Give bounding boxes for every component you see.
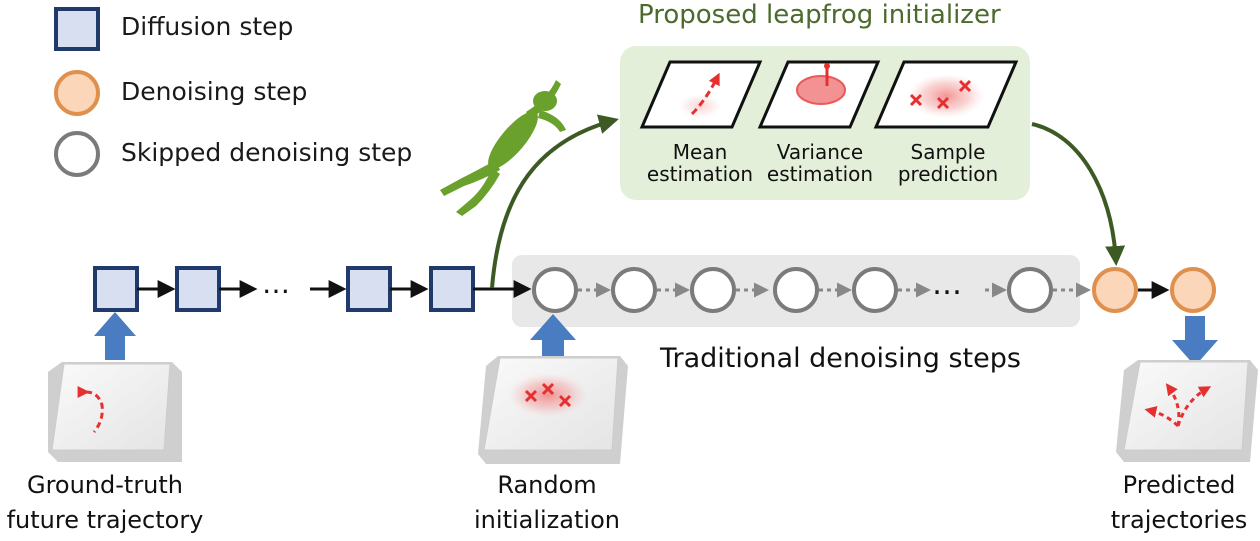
mean-estimation-line1: Mean <box>672 140 728 164</box>
random-init-line1: Random <box>497 471 597 499</box>
sample-prediction-line1: Sample <box>910 140 986 164</box>
ground-truth-tile <box>48 362 182 462</box>
mean-estimation-panel <box>639 60 763 129</box>
variance-estimation-line2: estimation <box>766 162 874 186</box>
leap-arrow-up <box>490 114 619 289</box>
diffusion-step <box>93 266 139 312</box>
variance-estimation-panel <box>757 60 881 129</box>
frog-icon <box>440 80 566 216</box>
down-arrow-predicted <box>1172 316 1218 366</box>
mean-estimation-line2: estimation <box>646 162 754 186</box>
legend-skipped-label: Skipped denoising step <box>121 138 413 167</box>
predicted-line1: Predicted <box>1122 471 1236 499</box>
random-init-tile <box>478 356 628 464</box>
mean-estimation-label: Mean estimation <box>640 141 760 185</box>
skipped-step <box>611 267 657 313</box>
skipped-step <box>852 267 898 313</box>
variance-estimation-line1: Variance <box>776 140 864 164</box>
sample-prediction-line2: prediction <box>897 162 999 186</box>
up-arrow-random <box>530 314 576 366</box>
skipped-step <box>690 267 736 313</box>
variance-estimation-label: Variance estimation <box>760 141 880 185</box>
ground-truth-line2: future trajectory <box>6 506 204 534</box>
legend-diffusion-icon <box>54 7 100 51</box>
legend-denoising-icon <box>54 70 100 116</box>
ground-truth-caption: Ground-truth future trajectory <box>0 468 210 538</box>
initializer-title: Proposed leapfrog initializer <box>638 0 1001 30</box>
predicted-tile <box>1116 360 1258 462</box>
diffusion-step <box>175 266 221 312</box>
traditional-steps-label: Traditional denoising steps <box>660 343 1021 374</box>
diffusion-step <box>346 266 392 312</box>
diffusion-chain <box>93 266 532 312</box>
predicted-caption: Predicted trajectories <box>1100 468 1258 538</box>
random-init-caption: Random initialization <box>462 468 632 538</box>
skipped-step <box>532 267 578 313</box>
legend-diffusion-label: Diffusion step <box>121 12 294 41</box>
denoising-step <box>1092 267 1138 313</box>
denoising-step <box>1170 267 1216 313</box>
ground-truth-line1: Ground-truth <box>26 471 184 499</box>
sample-prediction-panel <box>873 60 1019 129</box>
sample-prediction-label: Sample prediction <box>887 141 1009 185</box>
legend-skipped-icon <box>54 131 100 177</box>
skipped-ellipsis: … <box>932 267 962 302</box>
random-init-line2: initialization <box>474 506 620 534</box>
skipped-step <box>773 267 819 313</box>
skipped-step <box>1007 267 1053 313</box>
leap-arrow-down <box>1031 122 1126 266</box>
diffusion-ellipsis: … <box>262 267 290 300</box>
up-arrow-ground-truth <box>94 312 136 360</box>
predicted-line2: trajectories <box>1110 506 1248 534</box>
skipped-chain <box>532 267 1091 313</box>
legend-denoising-label: Denoising step <box>121 77 308 106</box>
diffusion-step <box>429 266 475 312</box>
